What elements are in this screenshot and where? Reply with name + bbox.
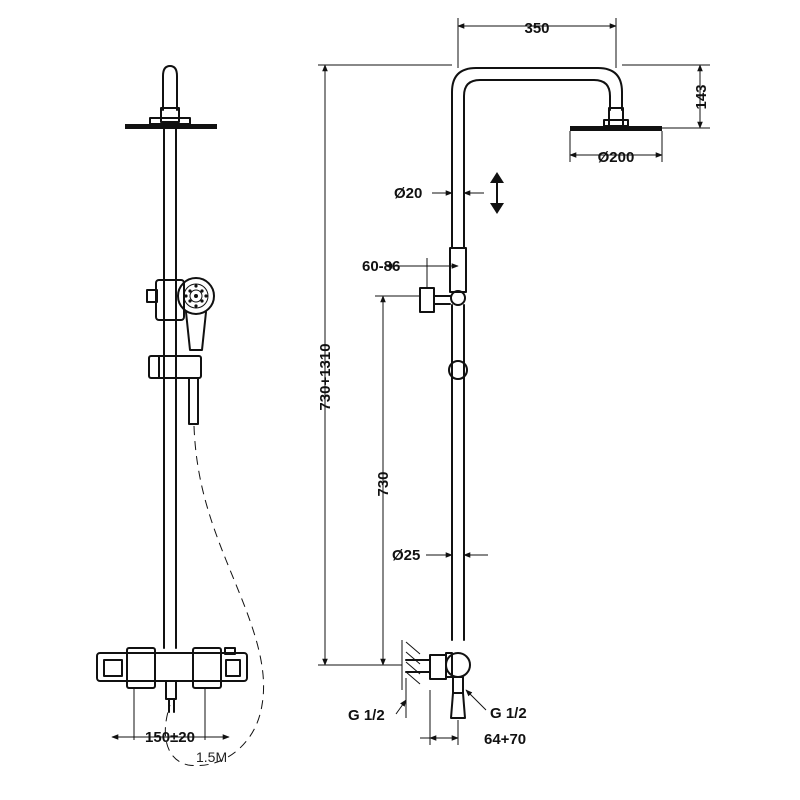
mixer-side — [401, 640, 471, 719]
dim-overall-height: 730+1310 — [317, 343, 334, 410]
hand-shower-front — [177, 277, 215, 351]
dim-lower-pipe: Ø25 — [392, 547, 420, 564]
dim-inlet-right: G 1/2 — [490, 705, 527, 722]
rain-head-front — [125, 124, 217, 129]
front-view: 150±20 1.5M — [96, 65, 265, 767]
dim-mixer-to-holder: 730 — [375, 471, 392, 496]
dim-wall-offset: 64+70 — [484, 731, 526, 748]
dim-head-span: 350 — [524, 20, 549, 37]
dim-inlet-left: G 1/2 — [348, 707, 385, 724]
dim-holder-offset: 60-86 — [362, 258, 400, 275]
dim-hose-length: 1.5M — [196, 749, 227, 765]
rain-head-side — [570, 126, 662, 131]
slide-direction-arrow — [490, 172, 504, 214]
dim-upper-pipe: Ø20 — [394, 185, 422, 202]
side-view: 350 143 Ø200 Ø20 60-86 730+1310 — [317, 18, 710, 748]
dim-centers: 150±20 — [145, 729, 195, 746]
dim-head-diameter: Ø200 — [598, 149, 635, 166]
dim-head-drop: 143 — [693, 84, 710, 109]
